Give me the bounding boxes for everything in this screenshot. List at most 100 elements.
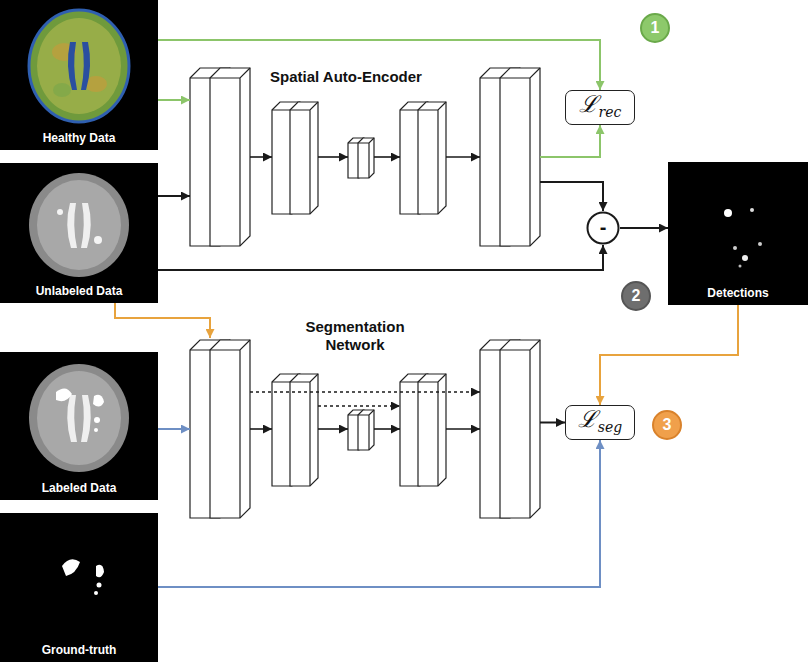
skip-connection [250, 391, 480, 393]
loss-box: ℒrec [565, 90, 635, 125]
layer-edge [418, 102, 446, 214]
image-tile: Healthy Data [0, 0, 158, 150]
layer-edge [358, 138, 374, 178]
brain-tissue [37, 18, 121, 114]
lesion-spot [56, 388, 72, 401]
tile-label: Detections [707, 286, 768, 300]
layer-edge [500, 68, 540, 246]
lesion-spot [94, 428, 98, 432]
layer-block [210, 340, 250, 518]
brain-tissue [37, 371, 121, 465]
layer-edge [418, 374, 446, 486]
image-tile-ground [668, 162, 808, 305]
layer-edge [210, 340, 250, 518]
layer-block [358, 410, 374, 450]
brain-tissue [53, 83, 71, 97]
detection-dot [733, 246, 737, 250]
layer-arrow [374, 428, 400, 430]
operator-sign: - [600, 217, 607, 237]
layer-block [418, 102, 446, 214]
detection-dot [750, 208, 754, 212]
brain-scan [29, 10, 129, 122]
layer-edge [210, 68, 250, 246]
operator-outline [588, 213, 619, 244]
image-tile: Detections [668, 162, 808, 305]
image-tile: Ground-truth [0, 513, 158, 662]
loss-symbol: rec [599, 104, 622, 120]
connector-arrow [540, 182, 603, 211]
image-tile-ground [0, 0, 158, 150]
network-group: Segmentation Network [190, 338, 540, 518]
layer-block [290, 374, 318, 486]
ventricle [81, 42, 90, 90]
loss-symbol: seg [598, 419, 622, 435]
layer-arrow [446, 156, 480, 158]
ventricle [67, 203, 77, 248]
loss-symbol: ℒ [578, 406, 597, 432]
lesion-spot [57, 209, 63, 215]
layer-block [290, 102, 318, 214]
brain-scan [29, 173, 129, 277]
layer-block [358, 138, 374, 178]
connector-arrow [158, 99, 190, 101]
layer-arrow [374, 156, 400, 158]
ventricle [67, 395, 77, 442]
callout-number: 2 [632, 288, 641, 304]
tile-label: Labeled Data [42, 481, 117, 495]
image-tile-ground [0, 352, 158, 500]
connector-arrow [158, 40, 600, 90]
callout-badge: 1 [640, 13, 670, 43]
layer-block [418, 374, 446, 486]
loss-box: ℒseg [565, 405, 635, 440]
layer-arrow [250, 428, 272, 430]
loss-symbol: ℒ [579, 91, 598, 117]
lesion-spot [94, 417, 100, 423]
mask-blob [62, 559, 80, 576]
callout-number: 3 [663, 417, 672, 433]
tile-label: Unlabeled Data [36, 284, 123, 298]
image-tile: Unlabeled Data [0, 163, 158, 303]
ventricle [81, 395, 91, 442]
detection-dot [724, 209, 732, 217]
layer-arrow [446, 428, 480, 430]
connector-arrow [115, 303, 210, 338]
layer-edge [290, 102, 318, 214]
tile-label: Healthy Data [43, 131, 116, 145]
operator-circle: - [586, 211, 620, 245]
mask-blob [94, 591, 98, 595]
layer-arrow [250, 156, 272, 158]
layer-edge [358, 410, 374, 450]
layer-arrow [318, 156, 348, 158]
connector-arrow [158, 440, 600, 587]
image-tile-ground [0, 513, 158, 662]
lesion-spot [94, 236, 102, 244]
detection-dot [742, 255, 748, 261]
skip-connection [318, 405, 400, 407]
connector-arrow [158, 195, 190, 197]
connector-arrow [600, 305, 738, 405]
callout-badge: 2 [621, 281, 651, 311]
tile-label: Ground-truth [42, 643, 117, 657]
layer-block [500, 340, 540, 518]
layer-edge [290, 374, 318, 486]
image-tile: Labeled Data [0, 352, 158, 500]
ventricle [68, 42, 77, 90]
brain-scan [29, 364, 129, 472]
mask-blob [96, 565, 104, 577]
callout-badge: 3 [652, 410, 682, 440]
connector-arrow [158, 428, 190, 430]
network-group: Spatial Auto-Encoder [190, 66, 540, 248]
brain-tissue [37, 180, 121, 270]
layer-arrow [318, 428, 348, 430]
mask-blob [97, 583, 102, 588]
detection-dot [739, 265, 742, 268]
ventricle [81, 203, 91, 248]
connector-arrow [540, 125, 600, 157]
layer-block [210, 68, 250, 246]
connector-arrow [540, 422, 565, 424]
layer-block [500, 68, 540, 246]
lesion-spot [93, 395, 104, 407]
connector-arrow [158, 245, 603, 270]
callout-number: 1 [651, 20, 660, 36]
